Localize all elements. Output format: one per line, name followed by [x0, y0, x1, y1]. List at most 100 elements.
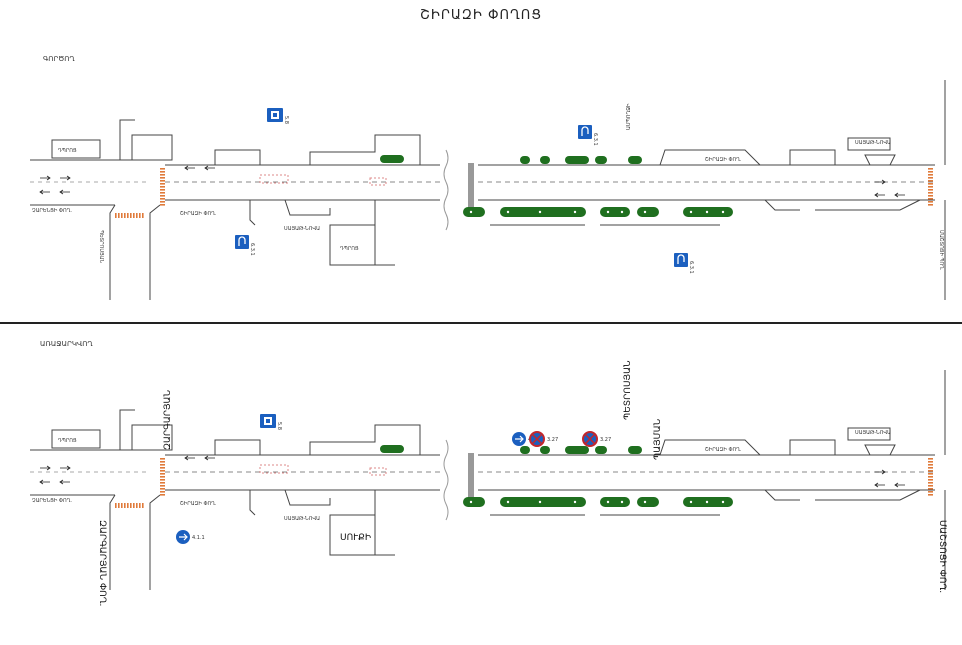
crosswalk-stripe	[928, 180, 933, 182]
island-lamp	[620, 210, 624, 214]
green-island-north-mid	[380, 155, 404, 163]
building-block-south	[329, 224, 376, 266]
street-label-west: ՉԱՐԵՆՑԻ ՓՈՂ.	[32, 208, 72, 214]
bus-window	[266, 419, 270, 423]
crosswalk-stripe	[160, 479, 165, 481]
lane-arrow-west	[59, 479, 70, 485]
lane-arrow-west	[874, 482, 885, 488]
island-lamp	[573, 210, 577, 214]
crosswalk-stripe	[160, 174, 165, 176]
crosswalk-stripe	[928, 482, 933, 484]
sign-code: 5.8	[276, 422, 282, 430]
parking-zone	[259, 464, 289, 474]
crosswalk-stripe	[118, 503, 120, 508]
green-island-south-east	[637, 497, 659, 507]
crosswalk-stripe	[160, 198, 165, 200]
green-island-south-east	[600, 207, 630, 217]
building-line-nw	[119, 119, 135, 160]
crosswalk-stripe	[160, 473, 165, 475]
bus-stop-shelter-west	[51, 139, 101, 159]
bus-stop-sign: 5.8	[267, 108, 289, 124]
street-label-shiraz-west: ՇԻՐԱԶԻ ՓՈՂ.	[180, 501, 217, 507]
crosswalk-stripe	[115, 213, 117, 218]
uturn-icon	[238, 236, 246, 246]
crosswalk-stripe	[928, 461, 933, 463]
crosswalk-stripe	[133, 213, 135, 218]
lane-arrow-west	[59, 189, 70, 195]
crosswalk-stripe	[160, 464, 165, 466]
island-lamp	[506, 500, 510, 504]
island-lamp	[689, 500, 693, 504]
crosswalk-stripe	[928, 476, 933, 478]
curb-south-east	[764, 199, 800, 211]
island-lamp	[705, 500, 709, 504]
caption-existing: ԳՈՐԾՈՂ	[43, 55, 75, 63]
building-line-north-mid	[309, 134, 421, 165]
lane-arrow-west	[39, 189, 50, 195]
crosswalk-stripe	[127, 503, 129, 508]
green-island-north-east	[565, 156, 589, 164]
crosswalk-stripe	[160, 177, 165, 179]
crosswalk-stripe	[928, 168, 933, 170]
building-line-north-east2	[760, 149, 836, 166]
crosswalk-stripe	[928, 488, 933, 490]
lane-arrow-east	[60, 465, 71, 471]
no-parking-sign: 3.27	[582, 431, 611, 447]
crosswalk-stripe	[115, 503, 117, 508]
traffic-island-ne	[864, 154, 896, 166]
lane-arrow-west	[204, 165, 215, 171]
crosswalk-stripe	[928, 189, 933, 191]
island-lamp	[506, 210, 510, 214]
parking-zone	[369, 467, 387, 476]
crosswalk-stripe	[160, 488, 165, 490]
median-barrier	[468, 453, 474, 498]
island-lamp	[538, 500, 542, 504]
break-line	[443, 149, 449, 231]
arrow-right-icon	[179, 533, 188, 541]
lane-arrow-east	[40, 465, 51, 471]
caption-proposed: ԱՌԱՋԱՐԿՎՈՂ	[40, 340, 93, 348]
street-label-vertical-extra: ՊԵՏՐՈՍՅԱՆ	[623, 360, 633, 420]
green-island-south-east	[500, 497, 586, 507]
building-line-south-mid	[374, 490, 395, 556]
street-label-shiraz-west: ՇԻՐԱԶԻ ՓՈՂ.	[180, 211, 217, 217]
curb-south-east	[764, 489, 800, 501]
crosswalk-stripe	[160, 494, 165, 496]
lane-arrow-west	[204, 455, 215, 461]
crosswalk-stripe	[124, 213, 126, 218]
building-notch-north	[214, 439, 261, 455]
curb-south-mid	[249, 490, 256, 516]
parking-zone	[369, 177, 387, 186]
lane-arrow-west	[184, 165, 195, 171]
sign-code: 6.3.1	[688, 261, 694, 274]
arrow-right-icon	[515, 435, 524, 443]
green-island-north-east	[565, 446, 589, 454]
crosswalk-south	[115, 503, 144, 508]
street-label-ne: ՍԱՅԱԹ-ՆՈՎԱ	[855, 430, 891, 436]
no-parking-slash	[584, 433, 596, 445]
crosswalk-stripe	[160, 189, 165, 191]
island-lamp	[643, 210, 647, 214]
island-lamp	[721, 210, 725, 214]
island-lamp	[469, 500, 473, 504]
crosswalk-stripe	[928, 177, 933, 179]
traffic-island-ne	[864, 444, 896, 456]
building-block-label: ԴՊՐՈՑ	[340, 246, 359, 252]
crosswalk-stripe	[139, 503, 141, 508]
green-island-south-east	[600, 497, 630, 507]
lane-arrow-east	[875, 469, 886, 475]
island-lamp	[721, 500, 725, 504]
crosswalk-stripe	[121, 213, 123, 218]
crosswalk-stripe	[127, 213, 129, 218]
crosswalk-stripe	[160, 168, 165, 170]
sign-code: 6.3.1	[249, 243, 255, 256]
parking-zone	[259, 174, 289, 184]
lane-arrow-west	[874, 192, 885, 198]
street-label-vertical-right: ՄԱՇՏՈՑԻ ՊՈՂ.	[938, 230, 944, 271]
crosswalk-stripe	[928, 192, 933, 194]
curb-south-east2	[815, 199, 921, 211]
green-island-north-east	[628, 446, 642, 454]
crosswalk-stripe	[928, 485, 933, 487]
